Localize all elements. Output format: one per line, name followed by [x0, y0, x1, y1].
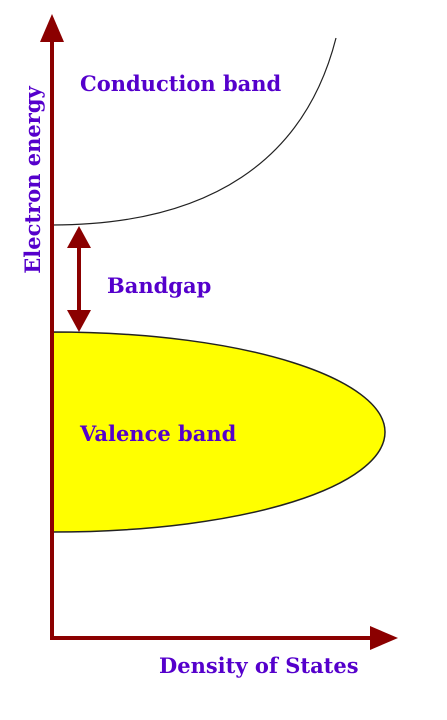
bandgap-arrowhead-up [67, 226, 91, 248]
x-axis-arrowhead [370, 626, 398, 650]
y-axis-arrowhead [40, 14, 64, 42]
bandgap-label: Bandgap [107, 273, 211, 298]
valence-band-shape [51, 331, 386, 533]
y-axis-label: Electron energy [20, 85, 45, 273]
bandgap-arrowhead-down [67, 310, 91, 332]
x-axis-label: Density of States [159, 653, 359, 678]
valence-band-label: Valence band [79, 421, 237, 446]
conduction-band-label: Conduction band [80, 71, 282, 96]
conduction-band-curve [51, 37, 337, 226]
